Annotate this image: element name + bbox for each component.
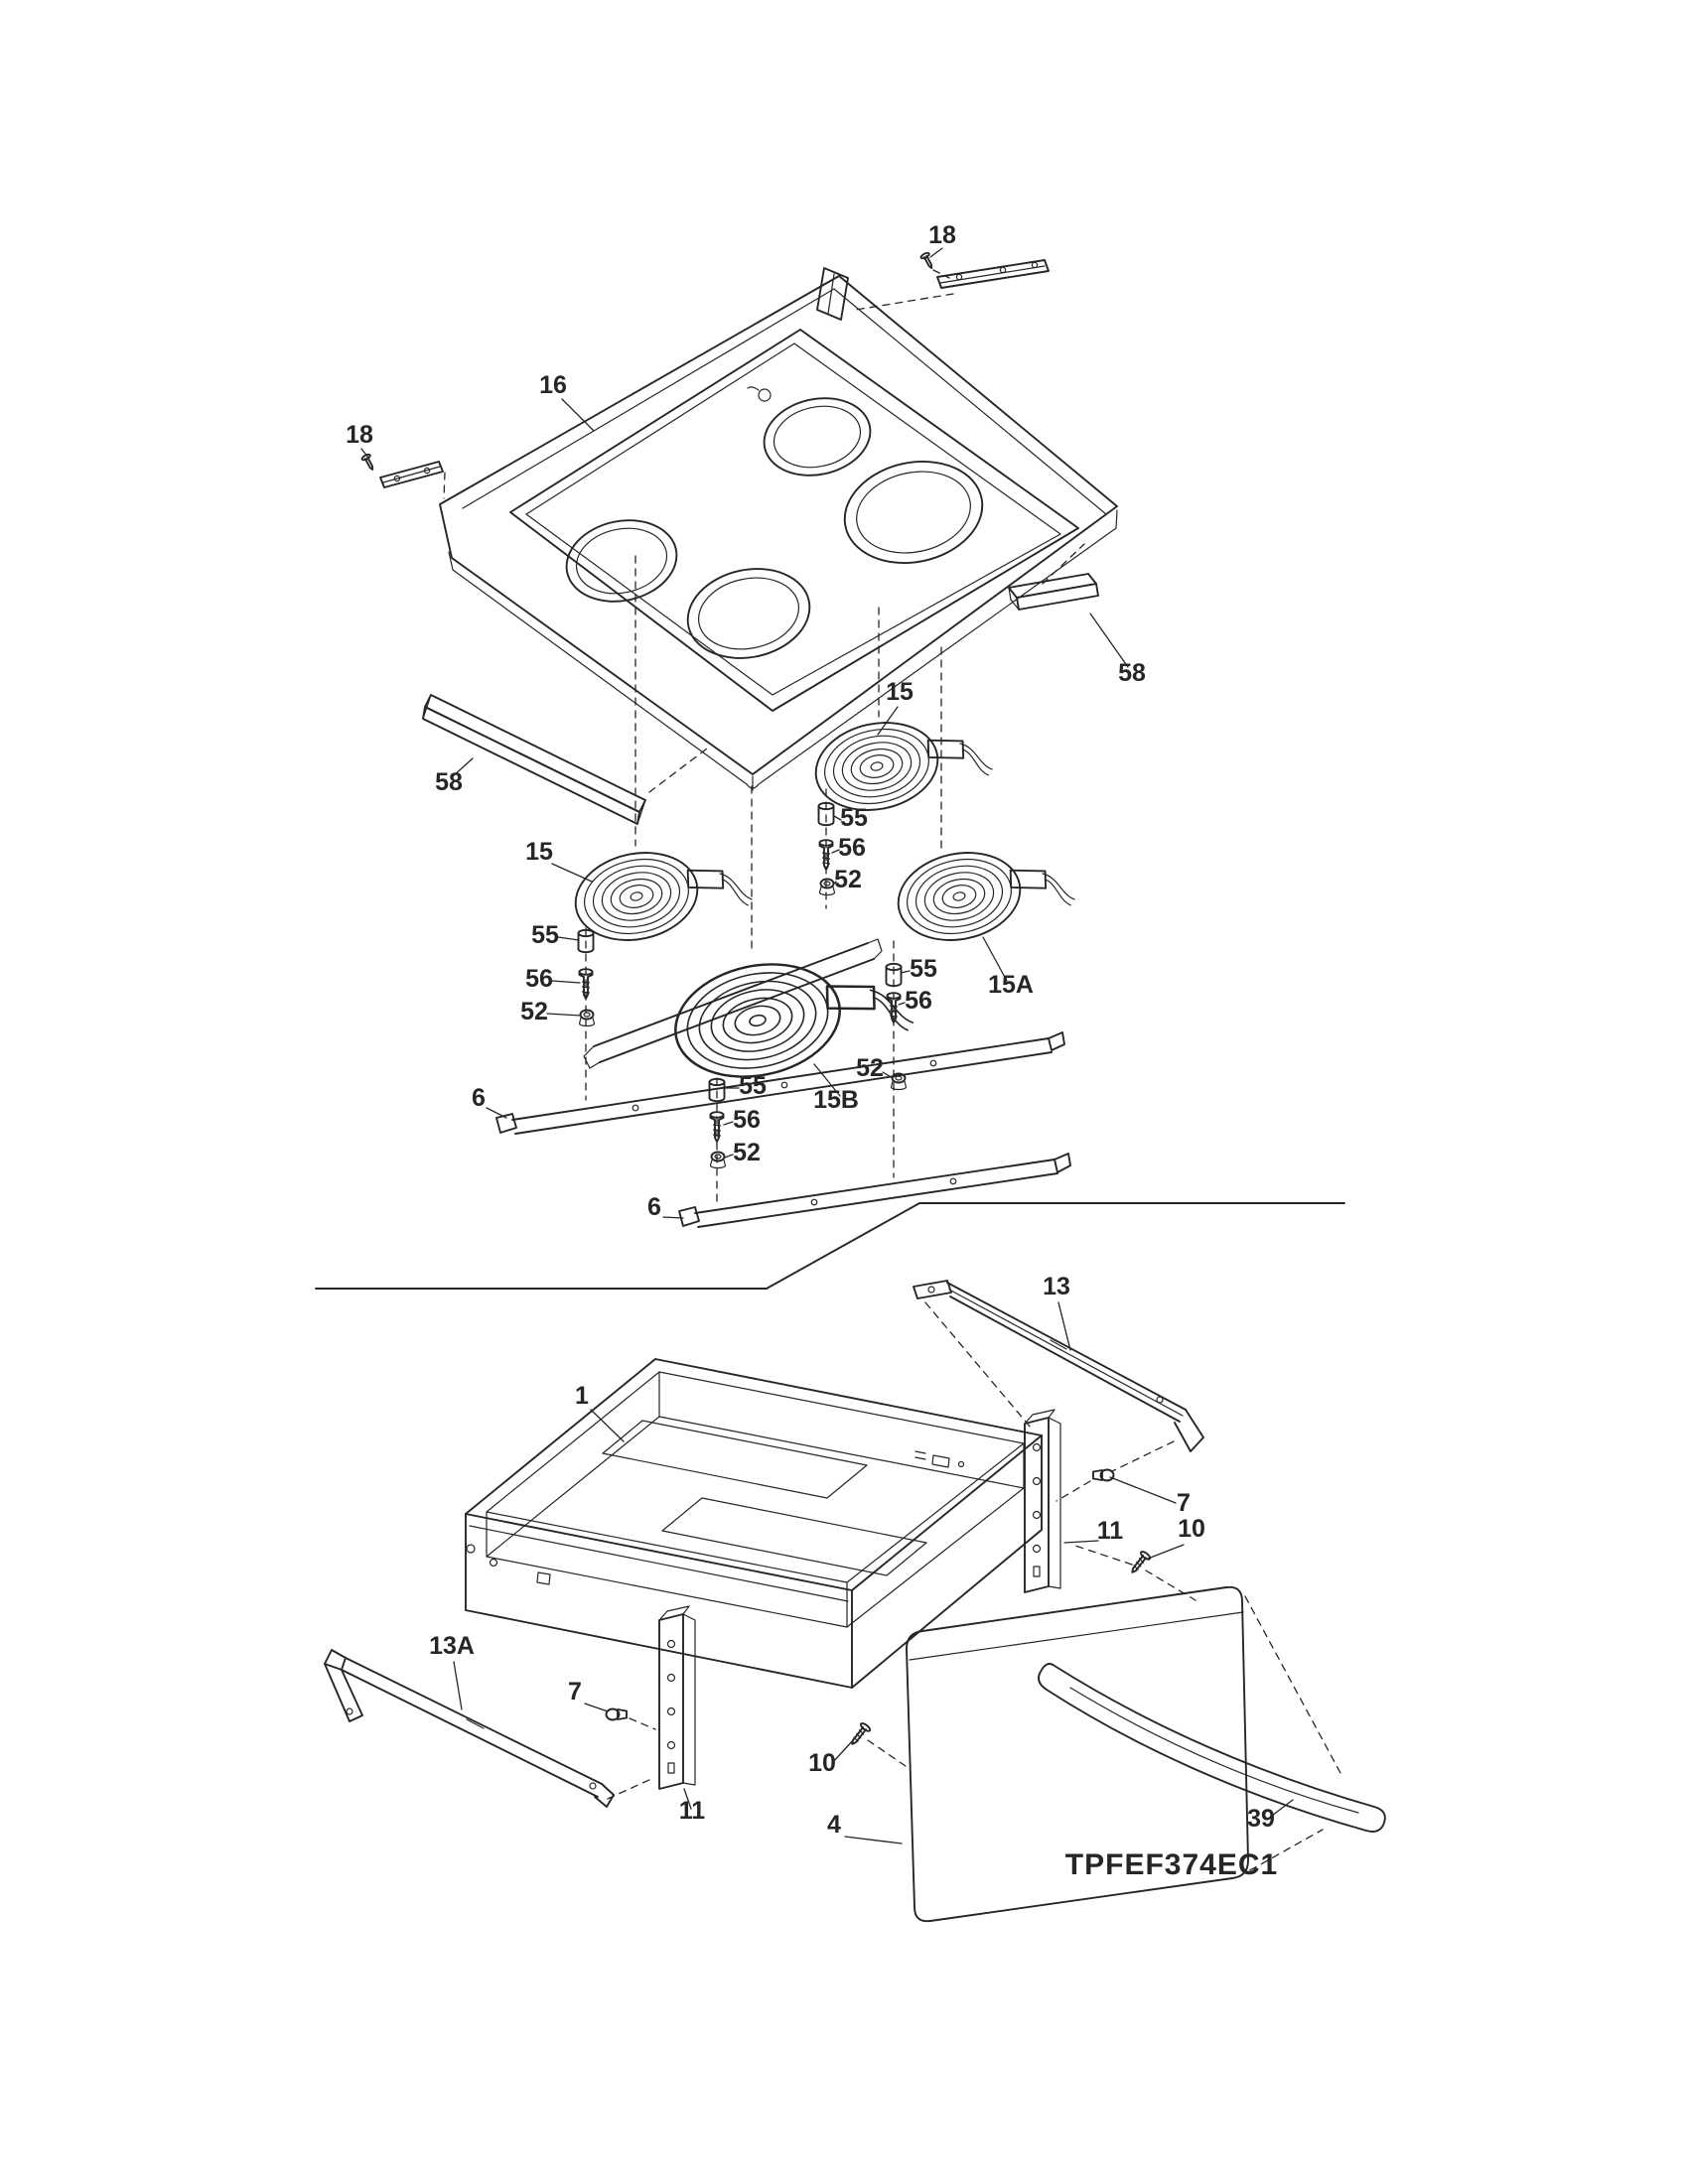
glide-bracket-11-right [1024,1409,1061,1593]
support-rail-6-upper [495,1031,1065,1135]
callout-58-left: 58 [435,768,463,796]
callout-1: 1 [575,1382,589,1410]
shoulder-screw-7-right [1092,1468,1115,1482]
drawer-body-1 [465,1358,1043,1689]
screw-10-left [847,1720,873,1749]
model-code: TPFEF374EC1 [1065,1848,1278,1881]
trim-strip-58-left [422,694,646,825]
callout-39: 39 [1247,1805,1275,1833]
burner-element-15-left [566,830,757,952]
callout-13a: 13A [429,1632,475,1660]
callout-11-left: 11 [679,1797,706,1825]
callout-15b: 15B [813,1086,859,1114]
callout-10-left: 10 [808,1749,836,1777]
glide-bracket-11-left [658,1605,696,1790]
bracket-screw-icon [359,452,378,474]
callout-52-b: 52 [520,998,548,1025]
callout-6-upper: 6 [472,1084,486,1112]
callout-55-c: 55 [910,955,937,983]
callout-56-a: 56 [838,834,866,862]
callout-56-b: 56 [525,965,553,993]
callout-58-right: 58 [1118,659,1146,687]
drawer-front-panel-4 [906,1585,1249,1923]
callout-6-lower: 6 [647,1193,661,1221]
mounting-bracket-18-left [359,452,444,488]
shoulder-screw-7-left [605,1707,628,1721]
callout-18-left: 18 [346,421,373,449]
callout-55-d: 55 [739,1072,767,1100]
burner-element-15-top [806,700,997,822]
alignment-dashed-lines [443,269,1341,1871]
callout-leader-lines [360,247,1294,1844]
cooktop-main-top-16 [439,267,1118,791]
callout-7-right: 7 [1177,1489,1191,1517]
burner-bracket-15b [583,938,883,1069]
callout-52-d: 52 [733,1139,761,1166]
callout-56-d: 56 [733,1106,761,1134]
drawer-rail-13a [324,1649,615,1808]
callout-15-top: 15 [886,678,914,706]
hardware-stack-c [885,962,908,1091]
callout-52-c: 52 [856,1054,884,1082]
callout-labels: 18 16 18 58 15 58 15 55 56 52 55 56 52 1… [346,221,1278,1881]
callout-18-top: 18 [928,221,956,249]
callout-56-c: 56 [905,987,932,1015]
support-rail-6-lower [678,1153,1071,1228]
callout-52-a: 52 [834,866,862,893]
callout-55-b: 55 [531,921,559,949]
callout-16: 16 [539,371,567,399]
callout-15-left: 15 [525,838,553,866]
callout-10-right: 10 [1178,1515,1205,1543]
callout-11-right: 11 [1097,1517,1124,1545]
burner-element-15a [889,830,1079,952]
nut-52 [818,878,836,896]
nut-52 [578,1009,596,1027]
callout-7-left: 7 [568,1678,582,1706]
mounting-bracket-18-top [918,250,1050,289]
drawer-handle-39 [1038,1663,1386,1833]
drawer-rail-13 [913,1280,1204,1452]
callout-13: 13 [1043,1273,1070,1300]
callout-15a: 15A [988,971,1034,999]
section-divider [315,1202,1345,1290]
callout-4: 4 [827,1811,841,1839]
nut-52 [709,1151,727,1169]
trim-strip-58-right [1008,573,1099,611]
callout-55-a: 55 [840,804,868,832]
